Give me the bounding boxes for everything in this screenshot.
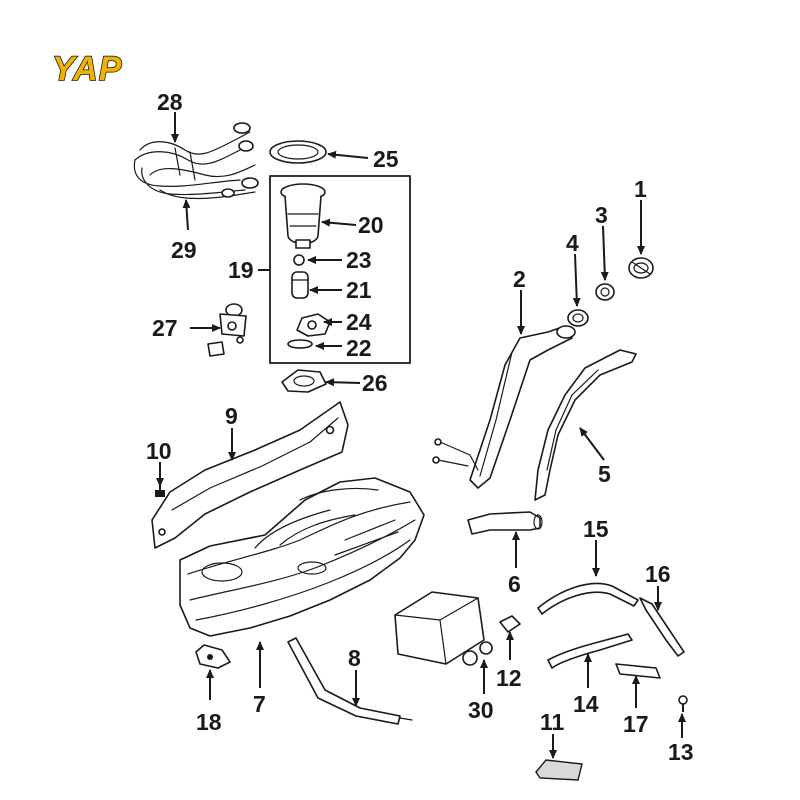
callout-6: 6 bbox=[508, 571, 521, 597]
callout-labels: 28 29 25 20 23 19 21 24 22 27 26 9 10 7 … bbox=[146, 89, 694, 765]
part-hose-17 bbox=[615, 663, 661, 679]
part-tank-strap bbox=[287, 637, 413, 725]
part-fuel-cap bbox=[628, 257, 654, 279]
part-splash-shield bbox=[534, 349, 637, 501]
callout-15: 15 bbox=[583, 516, 609, 542]
part-hose-6 bbox=[467, 511, 543, 535]
part-fuel-tank bbox=[179, 477, 425, 637]
part-clamp-3 bbox=[595, 283, 615, 301]
callout-26: 26 bbox=[362, 370, 388, 396]
callout-18: 18 bbox=[196, 709, 222, 735]
part-gasket bbox=[281, 369, 327, 393]
callout-1: 1 bbox=[634, 176, 647, 202]
part-washer bbox=[287, 339, 313, 349]
callout-27: 27 bbox=[152, 315, 178, 341]
part-fuel-lines-assembly bbox=[133, 122, 259, 200]
callout-9: 9 bbox=[225, 403, 238, 429]
callout-10: 10 bbox=[146, 438, 172, 464]
part-filter bbox=[291, 271, 309, 299]
callout-14: 14 bbox=[573, 691, 599, 717]
callout-21: 21 bbox=[346, 277, 372, 303]
part-pad-11 bbox=[535, 759, 583, 781]
part-hose-14 bbox=[547, 633, 633, 669]
callout-23: 23 bbox=[346, 247, 372, 273]
part-bolt-13 bbox=[678, 695, 688, 712]
callout-3: 3 bbox=[595, 202, 608, 228]
part-heat-shield bbox=[151, 401, 349, 549]
callout-17: 17 bbox=[623, 711, 649, 737]
part-mount-bracket bbox=[195, 644, 231, 669]
brand-logo-text: YAP bbox=[52, 50, 122, 88]
callout-20: 20 bbox=[358, 212, 384, 238]
part-hose-15 bbox=[537, 582, 639, 615]
callout-30: 30 bbox=[468, 697, 494, 723]
callout-8: 8 bbox=[348, 645, 361, 671]
part-hose-clamp bbox=[567, 309, 589, 327]
part-filler-neck bbox=[432, 325, 576, 489]
callout-12: 12 bbox=[496, 665, 522, 691]
part-sender-unit bbox=[207, 303, 247, 357]
part-bolt-10 bbox=[155, 485, 165, 497]
callout-7: 7 bbox=[253, 691, 266, 717]
callout-13: 13 bbox=[668, 739, 694, 765]
part-charcoal-canister bbox=[394, 591, 493, 666]
callout-22: 22 bbox=[346, 335, 372, 361]
callout-2: 2 bbox=[513, 266, 526, 292]
part-hose-16 bbox=[639, 597, 685, 657]
part-gasket-ring bbox=[269, 140, 327, 164]
callout-19: 19 bbox=[228, 257, 254, 283]
part-bracket bbox=[296, 313, 331, 337]
callout-4: 4 bbox=[566, 230, 579, 256]
callout-24: 24 bbox=[346, 309, 372, 335]
brand-logo: YAP bbox=[51, 49, 122, 89]
callout-5: 5 bbox=[598, 461, 611, 487]
callout-25: 25 bbox=[373, 146, 399, 172]
callout-28: 28 bbox=[157, 89, 183, 115]
part-fuel-pump bbox=[280, 183, 326, 249]
part-plate-12 bbox=[499, 615, 521, 633]
leader-lines bbox=[156, 112, 686, 759]
callout-29: 29 bbox=[171, 237, 197, 263]
callout-16: 16 bbox=[645, 561, 671, 587]
callout-11: 11 bbox=[540, 709, 565, 735]
part-o-ring bbox=[293, 254, 305, 266]
